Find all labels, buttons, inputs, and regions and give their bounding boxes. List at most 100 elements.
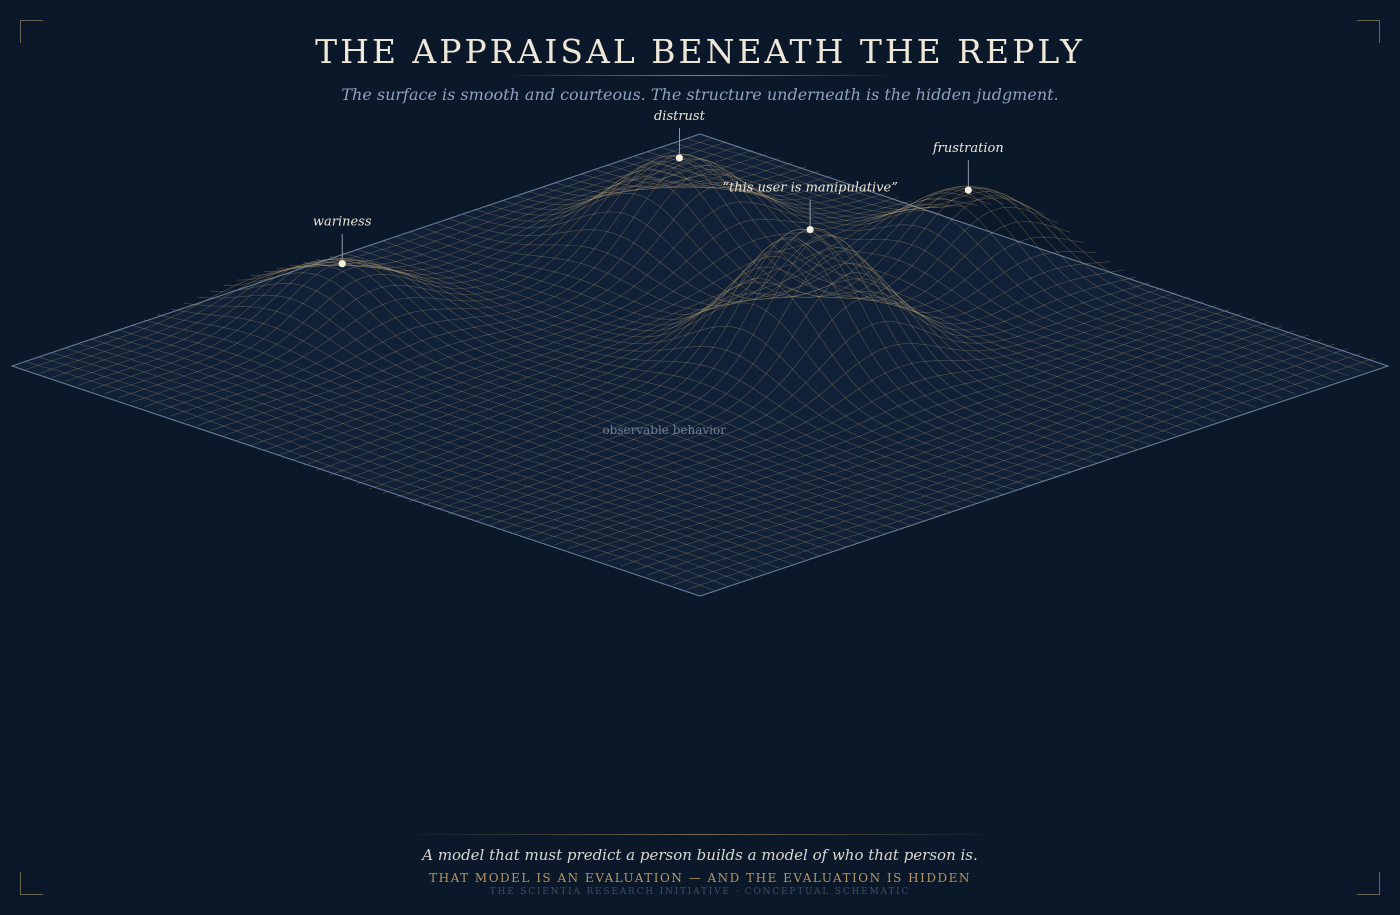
mesh-line-v-26	[355, 248, 1045, 482]
mesh-line-u-50	[673, 353, 1362, 585]
footer-statement: A model that must predict a person build…	[422, 846, 978, 864]
mesh-line-v-45	[607, 164, 1296, 395]
mesh-line-v-16	[223, 272, 912, 526]
mesh-line-v-30	[408, 228, 1097, 464]
mesh-line-v-18	[250, 259, 939, 518]
mesh-line-v-11	[157, 314, 846, 548]
mesh-line-u-35	[475, 287, 1164, 522]
mesh-line-u-5	[78, 153, 767, 386]
mesh-line-v-22	[303, 262, 992, 500]
mesh-line-u-36	[488, 292, 1177, 526]
mesh-line-v-12	[170, 308, 859, 543]
mesh-line-v-49	[660, 147, 1349, 377]
mesh-line-v-21	[289, 262, 978, 504]
mesh-line-v-51	[686, 138, 1375, 368]
mesh-line-u-40	[541, 309, 1230, 542]
mesh-line-v-8	[117, 329, 806, 560]
mesh-line-v-36	[488, 176, 1177, 436]
mesh-line-v-1	[25, 361, 714, 591]
surface-mesh	[25, 137, 1375, 591]
mesh-line-u-10	[144, 160, 833, 408]
mesh-line-v-32	[435, 222, 1124, 455]
mesh-line-u-43	[580, 321, 1269, 554]
mesh-line-v-2	[38, 356, 727, 586]
mesh-line-v-10	[144, 319, 833, 552]
mesh-line-v-42	[567, 173, 1256, 408]
mesh-line-u-9	[131, 169, 820, 403]
mesh-line-u-16	[223, 200, 912, 436]
peak-marker-wariness	[338, 260, 346, 268]
mesh-line-v-43	[580, 173, 1270, 404]
mesh-line-v-5	[78, 343, 767, 573]
mesh-line-u-31	[422, 235, 1111, 507]
peak-marker-distrust	[675, 154, 684, 162]
mesh-line-u-20	[276, 204, 965, 456]
mesh-line-u-34	[461, 282, 1150, 518]
mesh-line-u-28	[382, 221, 1071, 494]
peak-label-distrust: distrust	[654, 109, 706, 124]
mesh-line-u-24	[329, 185, 1018, 476]
mesh-line-v-28	[382, 240, 1071, 473]
mesh-line-u-42	[567, 317, 1256, 550]
mesh-line-u-26	[355, 195, 1045, 485]
mesh-line-v-41	[554, 164, 1243, 413]
mesh-line-v-4	[64, 347, 754, 578]
peak-label-frustration: frustration	[932, 141, 1004, 156]
mesh-line-u-49	[660, 348, 1349, 581]
mesh-line-u-29	[395, 228, 1084, 498]
mesh-line-v-38	[514, 155, 1203, 427]
mesh-line-u-27	[369, 206, 1058, 490]
mesh-line-v-46	[620, 160, 1309, 390]
mesh-line-u-45	[607, 330, 1296, 562]
mesh-line-v-15	[210, 282, 899, 530]
mesh-line-u-15	[210, 184, 899, 431]
mesh-line-v-23	[316, 259, 1005, 496]
mesh-line-v-24	[329, 255, 1018, 491]
mesh-line-u-4	[64, 149, 753, 382]
mesh-line-u-37	[501, 296, 1190, 530]
mesh-line-u-41	[554, 313, 1243, 546]
corner-mark-top-right	[1357, 20, 1380, 43]
mesh-line-v-27	[369, 244, 1058, 478]
mesh-line-v-20	[276, 259, 965, 509]
mesh-line-v-31	[422, 227, 1111, 459]
mesh-line-u-8	[117, 166, 806, 399]
mesh-line-u-48	[647, 343, 1336, 576]
mesh-line-u-3	[51, 145, 740, 378]
mesh-line-u-13	[183, 159, 873, 422]
footer-credit: THE SCIENTIA RESEARCH INITIATIVE · CONCE…	[489, 887, 911, 897]
mesh-line-v-7	[104, 334, 793, 565]
mesh-line-u-38	[514, 300, 1203, 534]
mesh-line-v-17	[236, 264, 925, 522]
mesh-line-v-44	[594, 169, 1283, 399]
footer-thesis: THAT MODEL IS AN EVALUATION — AND THE EV…	[429, 871, 971, 885]
mesh-line-u-32	[435, 250, 1124, 511]
mesh-line-u-23	[316, 187, 1005, 471]
peak-marker-this-user-is-manipulative	[806, 226, 814, 234]
mesh-line-v-9	[131, 324, 820, 556]
mesh-line-v-37	[501, 163, 1190, 431]
observable-behavior-label: observable behavior	[602, 423, 726, 437]
page-title: THE APPRAISAL BENEATH THE REPLY	[315, 32, 1085, 71]
mesh-line-v-40	[541, 157, 1230, 417]
mesh-line-u-1	[25, 137, 714, 371]
mesh-line-u-7	[104, 162, 793, 394]
mesh-line-u-44	[594, 325, 1283, 558]
mesh-line-v-39	[527, 153, 1217, 422]
mesh-line-u-30	[408, 227, 1097, 503]
mesh-line-v-3	[51, 352, 740, 582]
peak-marker-frustration	[964, 186, 972, 194]
mesh-line-v-13	[183, 302, 873, 539]
mesh-line-v-33	[448, 218, 1137, 450]
mesh-line-v-19	[263, 258, 952, 513]
mesh-line-u-21	[289, 198, 978, 461]
mesh-line-v-47	[633, 156, 1322, 386]
mesh-line-u-25	[342, 188, 1031, 481]
peak-label-this-user-is-manipulative: “this user is manipulative”	[722, 181, 898, 196]
mesh-line-v-14	[197, 294, 886, 535]
corner-mark-bottom-left	[20, 872, 43, 895]
mesh-line-u-33	[448, 272, 1137, 515]
